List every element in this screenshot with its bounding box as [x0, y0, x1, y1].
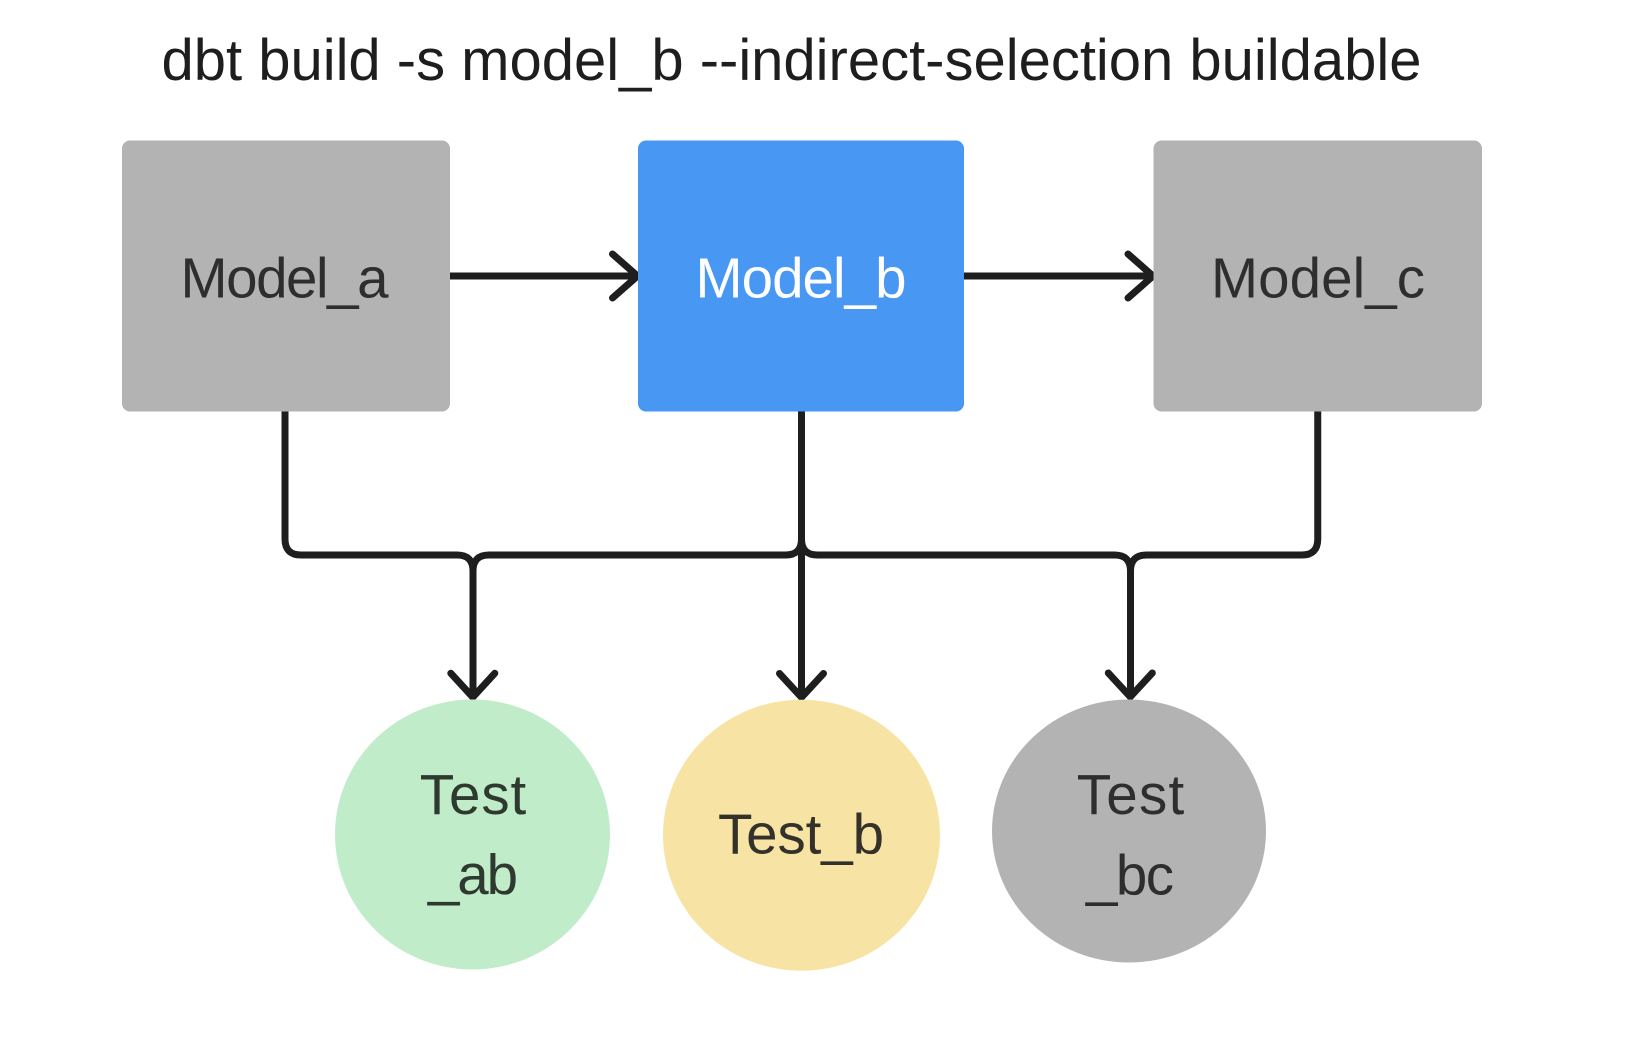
svg-text:Model_b: Model_b — [696, 247, 907, 310]
svg-text:Test: Test — [1077, 763, 1185, 826]
svg-text:Model_a: Model_a — [181, 247, 390, 310]
svg-text:dbt build -s model_b --indirec: dbt build -s model_b --indirect-selectio… — [162, 28, 1422, 93]
svg-text:_bc: _bc — [1085, 843, 1174, 906]
svg-text:Test_b: Test_b — [718, 803, 884, 866]
svg-text:Test: Test — [420, 763, 527, 826]
svg-text:Model_c: Model_c — [1211, 247, 1425, 310]
svg-text:_ab: _ab — [427, 843, 518, 906]
